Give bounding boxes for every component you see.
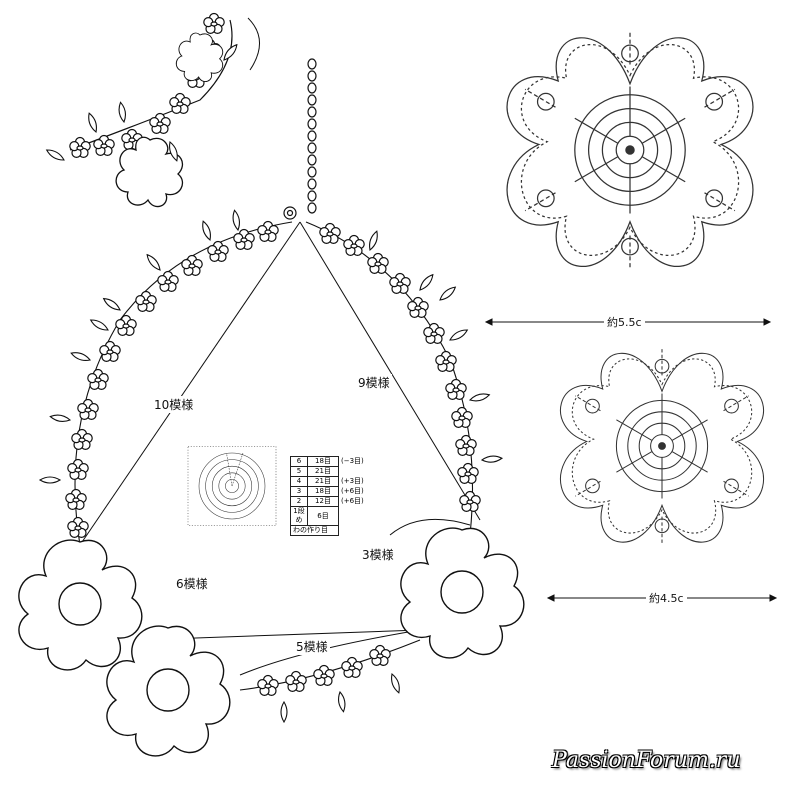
main-strand — [39, 209, 503, 546]
size-label-large: 約5.5c — [604, 314, 645, 330]
detail-strand — [44, 12, 260, 208]
center-round-chart — [187, 446, 277, 526]
chain — [283, 58, 317, 220]
big-flower-left — [18, 539, 143, 671]
label-10-pattern: 10模様 — [152, 396, 196, 413]
bottom-strand — [239, 639, 421, 723]
label-3-pattern: 3模様 — [360, 546, 396, 563]
size-label-small: 約4.5c — [646, 590, 687, 606]
big-flower-bottom — [106, 625, 231, 757]
lace-motif-small — [559, 347, 765, 545]
watermark: PassionForum.ru — [552, 748, 741, 773]
big-flower-right — [400, 527, 525, 659]
table-footer-row: わの作り目 — [290, 525, 367, 536]
label-5-pattern: 5模様 — [294, 638, 330, 655]
lace-motif-large — [506, 30, 754, 270]
label-9-pattern: 9模様 — [356, 374, 392, 391]
label-6-pattern: 6模様 — [174, 575, 210, 592]
